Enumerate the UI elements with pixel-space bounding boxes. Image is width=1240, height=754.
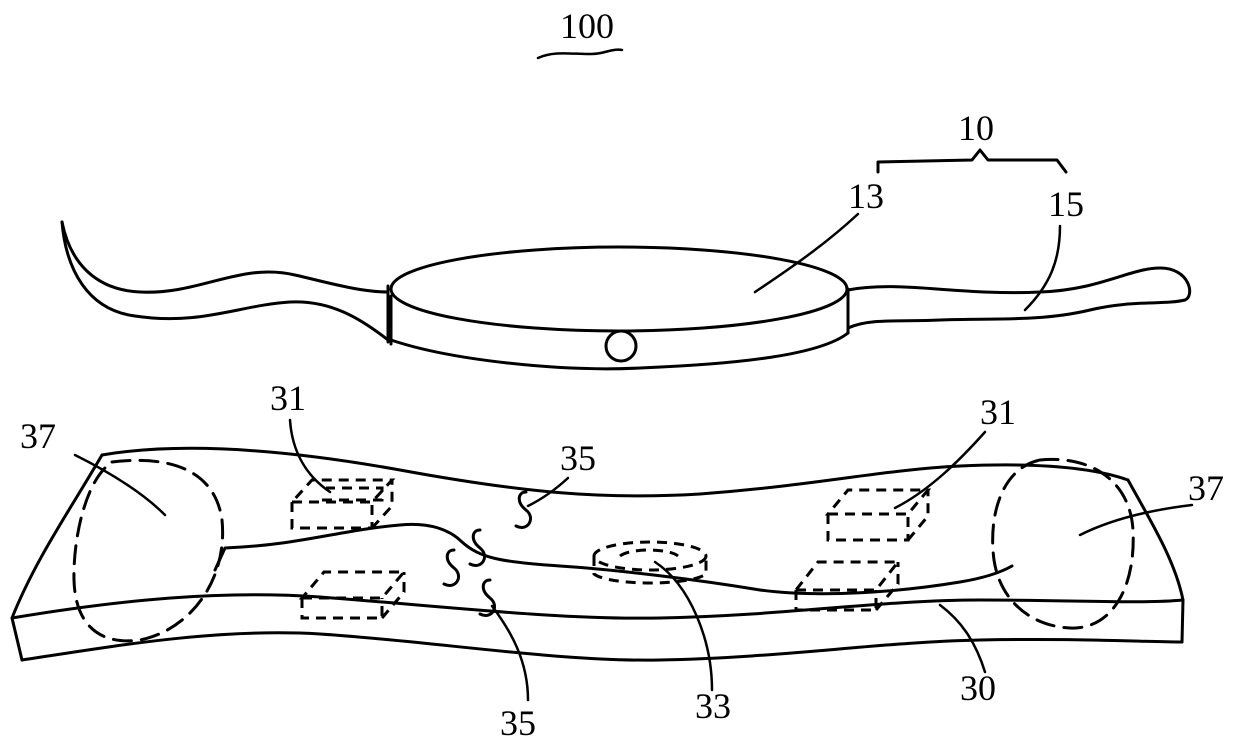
leader-37-left bbox=[75, 455, 165, 515]
label-37-right: 37 bbox=[1188, 468, 1224, 508]
leader-100 bbox=[538, 50, 622, 58]
label-100: 100 bbox=[560, 6, 614, 46]
internal-wire bbox=[215, 524, 1012, 593]
sensor-module-bottom-right bbox=[796, 562, 898, 610]
small-elements-35 bbox=[444, 492, 531, 615]
sensor-module-bottom-left bbox=[302, 572, 404, 618]
band-middle-edge bbox=[12, 595, 1183, 618]
right-strap bbox=[848, 268, 1190, 328]
leader-37-right bbox=[1080, 505, 1192, 535]
left-strap bbox=[62, 222, 388, 340]
leader-15 bbox=[1025, 226, 1060, 310]
label-35-top: 35 bbox=[560, 438, 596, 478]
sensor-module-top-left bbox=[292, 480, 392, 528]
label-30: 30 bbox=[960, 668, 996, 708]
label-13: 13 bbox=[848, 176, 884, 216]
brace-10 bbox=[878, 150, 1066, 172]
band-top-edge bbox=[102, 448, 1128, 496]
wearable-device bbox=[62, 222, 1190, 369]
left-dashed-circle bbox=[74, 460, 223, 640]
device-body-top bbox=[391, 247, 847, 331]
label-33: 33 bbox=[695, 686, 731, 726]
label-31-right: 31 bbox=[980, 392, 1016, 432]
device-side-button bbox=[606, 331, 636, 361]
label-37-left: 37 bbox=[20, 416, 56, 456]
label-31-left: 31 bbox=[270, 378, 306, 418]
label-35-bottom: 35 bbox=[500, 703, 536, 743]
band-30 bbox=[12, 448, 1183, 660]
label-10: 10 bbox=[958, 108, 994, 148]
leader-30 bbox=[940, 605, 985, 672]
band-bottom-edge bbox=[22, 633, 1182, 660]
label-15: 15 bbox=[1048, 184, 1084, 224]
central-component-33 bbox=[594, 542, 706, 583]
